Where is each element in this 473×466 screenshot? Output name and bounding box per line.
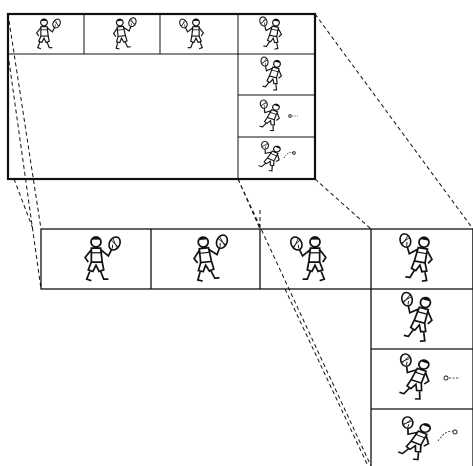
bottom-frame-2 (190, 231, 235, 283)
top-figure (6, 12, 317, 181)
tennis-player-icon (287, 234, 327, 282)
bottom-frame-1 (84, 234, 124, 282)
connector-line (13, 178, 34, 230)
ball-icon (443, 375, 449, 381)
top-frame-5 (252, 54, 286, 92)
top-frame-7 (248, 138, 296, 173)
tennis-player-icon (111, 15, 141, 50)
bottom-figure (40, 228, 473, 466)
top-frame-2 (111, 15, 141, 50)
connector-line (314, 13, 473, 230)
tennis-player-icon (253, 14, 285, 51)
ball-icon (288, 114, 292, 118)
tennis-player-icon (248, 138, 287, 173)
connector-line (314, 178, 372, 230)
bottom-frame-4 (390, 229, 437, 284)
ball-icon (452, 429, 458, 435)
bottom-frame-6 (384, 349, 460, 402)
connector-line (284, 288, 369, 466)
top-frame-6 (249, 97, 298, 133)
tennis-player-icon (390, 229, 437, 284)
tennis-player-icon (384, 349, 438, 402)
connector-line (7, 53, 42, 290)
ball-icon (292, 151, 296, 155)
tennis-player-icon (249, 97, 286, 133)
tennis-player-icon (177, 17, 204, 50)
tennis-player-icon (190, 231, 235, 283)
bottom-frame-3 (287, 234, 327, 282)
bottom-frame-5 (388, 288, 439, 344)
tennis-player-icon (36, 17, 63, 50)
zoom-connectors (7, 13, 473, 466)
connector-line (7, 13, 42, 230)
top-frame-4 (253, 14, 285, 51)
tennis-player-icon (252, 54, 286, 92)
tennis-player-icon (84, 234, 124, 282)
tennis-player-icon (388, 288, 439, 344)
top-frame-3 (177, 17, 204, 50)
top-frame-1 (36, 17, 63, 50)
connector-line (237, 178, 372, 466)
bottom-frame-7 (384, 412, 458, 463)
tennis-player-icon (384, 412, 439, 463)
